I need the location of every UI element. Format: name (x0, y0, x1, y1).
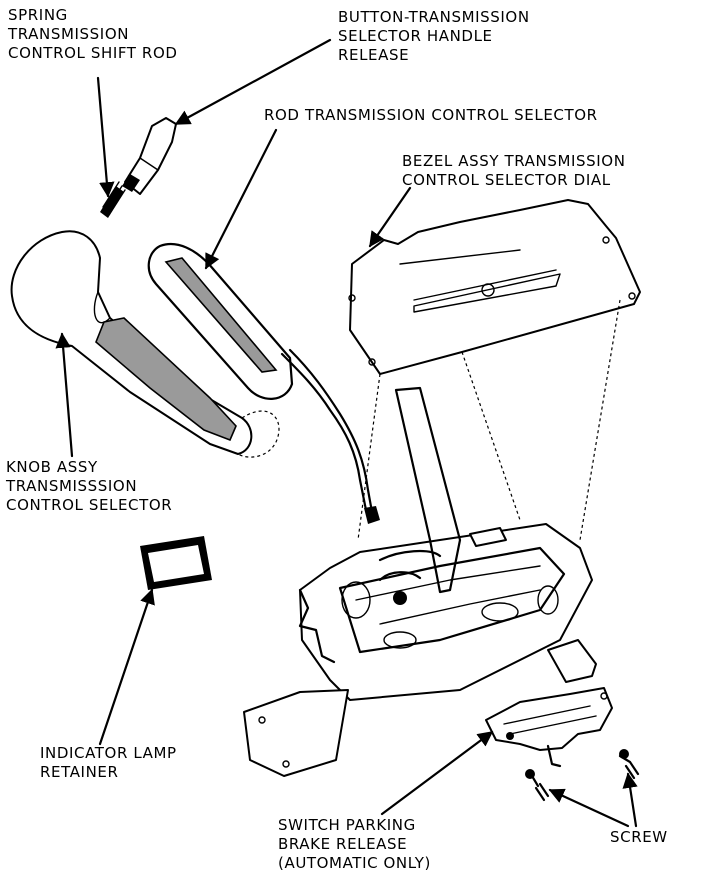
bezel-part (348, 199, 641, 541)
label-screw: SCREW (610, 828, 668, 846)
label-switch: SWITCH PARKING BRAKE RELEASE (AUTOMATIC … (278, 816, 431, 872)
switch-part (485, 687, 613, 768)
knob-part (10, 230, 280, 458)
lamp-retainer-part (140, 536, 212, 590)
spring-part (100, 181, 126, 218)
label-button: BUTTON-TRANSMISSION SELECTOR HANDLE RELE… (338, 8, 530, 64)
label-lamp: INDICATOR LAMP RETAINER (40, 744, 177, 781)
leader-lines (55, 38, 638, 828)
label-rod: ROD TRANSMISSION CONTROL SELECTOR (264, 106, 598, 124)
label-spring: SPRING TRANSMISSION CONTROL SHIFT ROD (8, 6, 178, 62)
label-bezel: BEZEL ASSY TRANSMISSION CONTROL SELECTOR… (402, 152, 626, 189)
screw-part (525, 749, 640, 802)
housing-part (243, 386, 597, 777)
label-knob: KNOB ASSY TRANSMISSSION CONTROL SELECTOR (6, 458, 173, 514)
rod-part (147, 242, 380, 524)
button-part (122, 117, 177, 195)
